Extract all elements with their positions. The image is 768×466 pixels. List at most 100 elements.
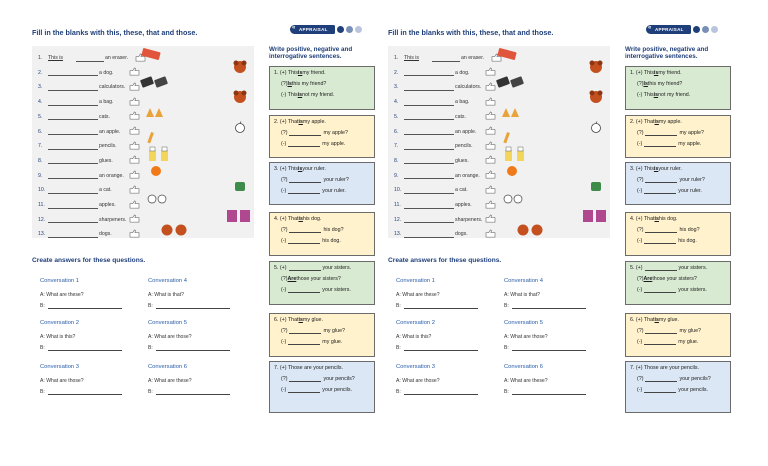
sentence-blank[interactable]	[644, 386, 677, 393]
sentence-blank[interactable]	[644, 187, 677, 194]
sentence-blank[interactable]	[289, 129, 322, 136]
answer-blank[interactable]	[48, 202, 98, 209]
sentence-blank[interactable]	[645, 327, 678, 334]
answer-blank[interactable]	[404, 143, 454, 150]
answer-blank[interactable]	[48, 69, 98, 77]
answer-line[interactable]	[155, 303, 230, 309]
sentence-card: 4. (+) That is his dog.(?) his dog?(-) h…	[269, 212, 375, 256]
sentence-blank[interactable]	[644, 286, 677, 293]
sentence-suffix: my glue.	[678, 338, 699, 345]
dogs-icon	[161, 224, 187, 236]
sentence-prefix: (?)	[281, 375, 288, 382]
sentence-blank[interactable]	[289, 176, 322, 183]
sentence-blank[interactable]	[289, 226, 322, 233]
sentence-blank[interactable]	[644, 264, 677, 271]
sentence-blank[interactable]	[288, 338, 321, 345]
sentence-blank[interactable]	[288, 237, 321, 244]
sentence-line: (-) his dog.	[274, 235, 374, 246]
answer-line[interactable]	[511, 345, 586, 351]
sentence-keyword: is	[654, 316, 659, 323]
sentence-suffix: your ruler.	[658, 165, 682, 172]
sentence-suffix: this my friend?	[291, 80, 327, 87]
sentence-blank[interactable]	[288, 140, 321, 147]
sentence-blank[interactable]	[288, 264, 321, 271]
answer-line[interactable]	[155, 345, 230, 351]
thumb-pointer-icon	[483, 155, 496, 166]
answer-blank[interactable]	[404, 202, 454, 209]
sentence-blank[interactable]	[289, 375, 322, 382]
answer-blank[interactable]	[48, 99, 98, 106]
answer-blank[interactable]	[404, 172, 454, 180]
sentence-blank[interactable]	[288, 187, 321, 194]
answer-blank[interactable]	[404, 216, 454, 224]
sentence-suffix: my apple.	[658, 118, 682, 125]
sentence-blank[interactable]	[644, 140, 677, 147]
answer-blank[interactable]	[48, 84, 98, 91]
answer-blank[interactable]	[404, 113, 454, 121]
sentence-blank[interactable]	[645, 176, 678, 183]
answer-blank[interactable]	[404, 84, 454, 91]
answer-line[interactable]	[403, 389, 478, 395]
orange-icon	[151, 166, 161, 176]
sentence-line: (-) my apple.	[630, 138, 730, 149]
row-word: pencils.	[99, 143, 117, 150]
answer-line[interactable]	[47, 303, 122, 309]
answer-blank[interactable]	[48, 172, 98, 180]
blank-row: 11.apples.	[38, 200, 140, 210]
sentence-blank[interactable]	[645, 375, 678, 382]
sentence-prefix: (-)	[281, 386, 287, 393]
answer-line[interactable]	[47, 389, 122, 395]
sentence-blank[interactable]	[288, 286, 321, 293]
sentence-blank[interactable]	[289, 327, 322, 334]
sentence-suffix: your sisters.	[322, 264, 352, 271]
sentence-prefix: (-)	[637, 286, 643, 293]
answer-blank[interactable]	[48, 157, 98, 165]
sentence-blank[interactable]	[645, 226, 678, 233]
answer-blank[interactable]	[48, 143, 98, 150]
apple-icon	[591, 121, 601, 133]
answer-line[interactable]	[403, 345, 478, 351]
sentence-suffix: my apple.	[678, 140, 702, 147]
sentence-blank[interactable]	[644, 338, 677, 345]
answer-prefix: B:	[148, 388, 153, 395]
answer-blank[interactable]	[404, 69, 454, 77]
sentence-card: 2. (+) That is my apple.(?) my apple?(-)…	[625, 115, 731, 158]
answer-blank[interactable]	[404, 231, 454, 238]
sentence-line: 7. (+) Those are your pencils.	[274, 362, 374, 373]
answer-blank[interactable]	[48, 216, 98, 224]
blank-row: 13.dogs.	[38, 229, 140, 239]
answer-blank[interactable]	[404, 128, 454, 135]
sentence-blank[interactable]	[288, 386, 321, 393]
answer-blank[interactable]	[404, 99, 454, 106]
answer-line[interactable]	[155, 389, 230, 395]
answer-blank[interactable]	[48, 231, 98, 238]
dogs-icon	[517, 224, 543, 236]
answer-blank[interactable]	[404, 187, 454, 194]
answer-line[interactable]	[47, 345, 122, 351]
row-number: 4.	[38, 99, 43, 106]
sentence-line: 4. (+) That is his dog.	[274, 213, 374, 224]
sentence-suffix: your pencils.	[678, 386, 709, 393]
sentence-blank[interactable]	[644, 237, 677, 244]
answer-prefix: B:	[148, 302, 153, 309]
answer-blank[interactable]	[48, 187, 98, 194]
answer-line[interactable]	[403, 303, 478, 309]
answer-blank[interactable]	[48, 113, 98, 121]
sentence-blank[interactable]	[645, 129, 678, 136]
sentence-line: (?) his dog?	[274, 224, 374, 235]
eraser-icon	[141, 48, 161, 60]
answer-blank[interactable]	[76, 55, 104, 62]
thumb-pointer-icon	[483, 214, 496, 225]
sentence-prefix: (?)	[281, 226, 288, 233]
worksheet-title: Fill in the blanks with this, these, tha…	[32, 28, 198, 37]
sentence-line: 3. (+) This is your ruler.	[274, 163, 374, 174]
answer-blank[interactable]	[48, 128, 98, 135]
answer-line[interactable]	[511, 389, 586, 395]
answer-line[interactable]	[511, 303, 586, 309]
answer-blank[interactable]	[404, 157, 454, 165]
answer-blank[interactable]	[432, 55, 460, 62]
row-word: an apple.	[455, 128, 477, 135]
